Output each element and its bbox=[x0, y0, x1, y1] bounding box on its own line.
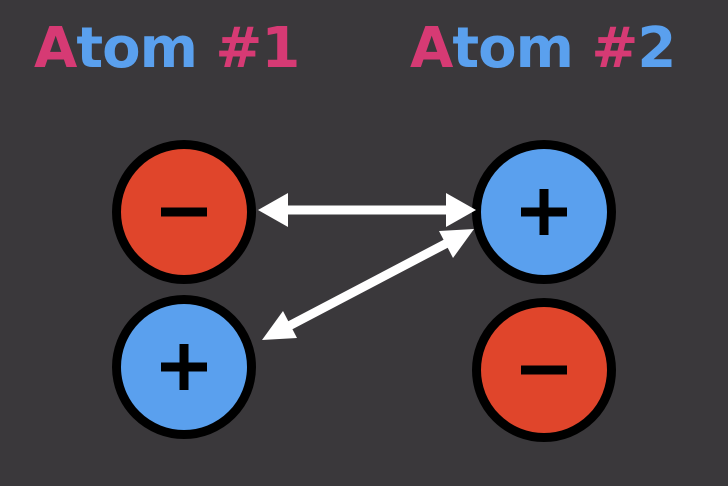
arrow-head-left bbox=[258, 193, 288, 227]
arrow-head-upper-right bbox=[439, 229, 474, 258]
arrow-head-lower-left bbox=[262, 311, 297, 340]
atom-2-title-tom: tom bbox=[452, 16, 574, 81]
atom-1-title: Atom #1 bbox=[34, 14, 300, 84]
arrow-shaft bbox=[284, 238, 452, 331]
atom-2-title-a: A bbox=[410, 16, 453, 81]
minus-icon bbox=[161, 207, 207, 217]
arrow-negative-to-positive bbox=[258, 193, 476, 227]
atom-2-top-charge bbox=[472, 140, 616, 284]
atom-1-top-charge bbox=[112, 140, 256, 284]
atom-1-bottom-charge bbox=[112, 295, 256, 439]
atom-1-title-number: #1 bbox=[196, 16, 300, 81]
plus-icon bbox=[521, 189, 567, 235]
plus-icon bbox=[161, 344, 207, 390]
atom-2-title-number: 2 bbox=[637, 16, 676, 81]
atom-2-bottom-charge bbox=[472, 298, 616, 442]
minus-icon bbox=[521, 365, 567, 375]
atom-2-title: Atom #2 bbox=[410, 14, 676, 84]
arrow-head-right bbox=[446, 193, 476, 227]
atom-2-title-hash: # bbox=[572, 16, 638, 81]
atom-1-title-a: A bbox=[34, 16, 77, 81]
atom-1-title-tom: tom bbox=[76, 16, 198, 81]
arrow-positive-to-positive bbox=[262, 229, 474, 340]
